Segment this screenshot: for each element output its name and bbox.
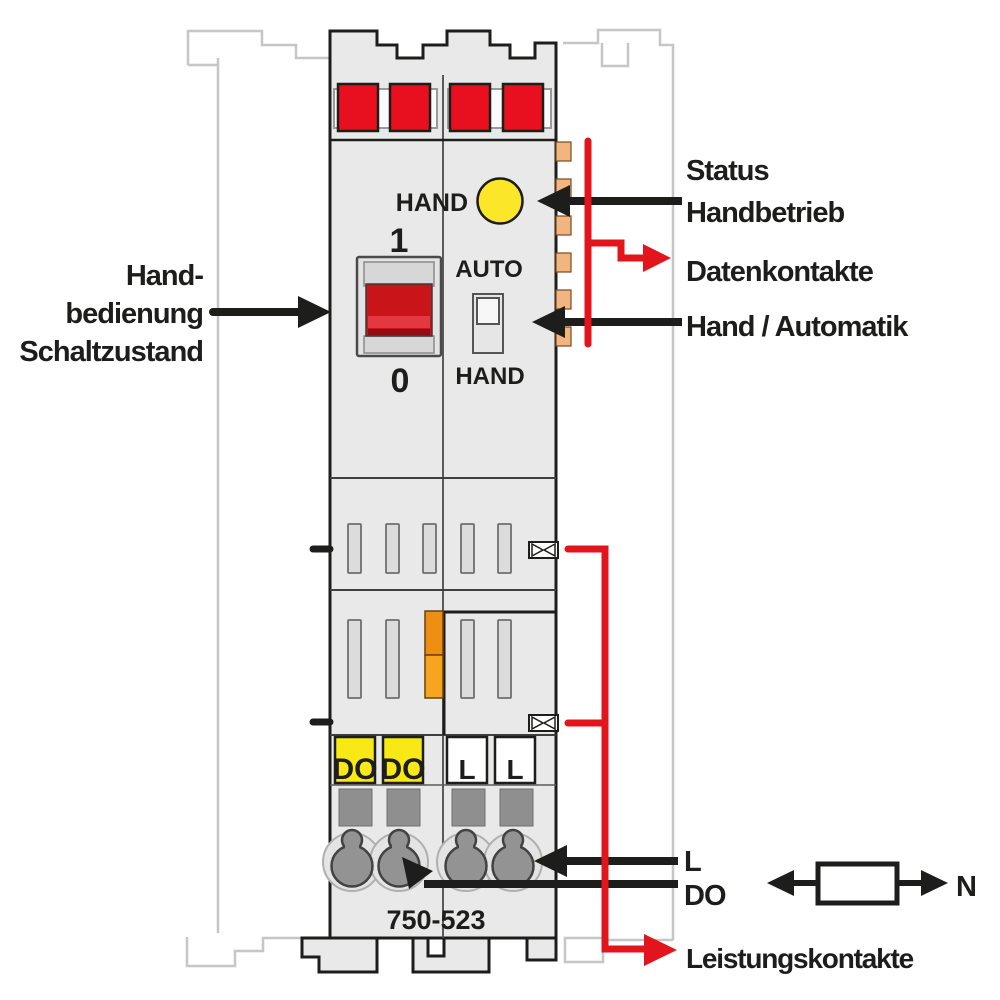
label-wire-n: N	[956, 871, 976, 903]
red-clamp-1	[336, 82, 380, 133]
module-foot-middle	[411, 936, 491, 974]
load-symbol	[767, 861, 948, 906]
terminal-tag-l-1-label: L	[458, 754, 475, 785]
callout-labels: Hand- bedienung Schaltzustand Status Han…	[19, 155, 977, 974]
ghost-neighbor-modules	[185, 28, 675, 968]
rocker-pos-1: 1	[390, 222, 409, 260]
label-status-line2: Handbetrieb	[686, 197, 844, 229]
terminal-tag-l-2-label: L	[506, 754, 523, 785]
part-number: 750-523	[386, 905, 485, 935]
label-hand-line1: Hand-	[126, 260, 204, 292]
arrow-hand-automatik	[532, 306, 682, 338]
terminal-subblock-outline	[442, 610, 556, 735]
arrow-leistungskontakte	[644, 934, 677, 966]
rocker-red-stripe	[368, 316, 430, 328]
arrow-hand-bedienung	[209, 296, 331, 328]
black-arrows	[209, 185, 948, 906]
rocker-red-actuator[interactable]	[365, 283, 433, 337]
ghost-left-top-tab	[186, 29, 330, 65]
manual-rocker-switch[interactable]	[355, 255, 443, 358]
clamp-keyhole-seams	[345, 843, 520, 855]
module-foot-right	[525, 936, 558, 962]
mode-slide-switch[interactable]	[472, 293, 504, 354]
arrow-datenkontakte	[589, 239, 671, 272]
red-clamp-2	[388, 82, 432, 133]
rocker-bottom-cap	[363, 335, 435, 354]
mode-label-auto: AUTO	[455, 256, 523, 283]
arrow-wire-l	[534, 845, 678, 877]
power-contact-lower	[528, 714, 559, 732]
label-wire-l: L	[684, 846, 701, 878]
label-hand-line2: bedienung	[65, 298, 203, 330]
ghost-left-foot	[185, 936, 302, 968]
ghost-right-top-tab	[563, 28, 675, 940]
power-contact-upper	[528, 541, 559, 559]
mode-slide-knob[interactable]	[476, 297, 500, 325]
red-clamp-3	[448, 82, 492, 133]
terminal-tag-do-2-label: DO	[381, 753, 426, 786]
module-body: DO DO L L	[300, 29, 572, 974]
mode-label-hand: HAND	[455, 363, 524, 390]
rocker-red-shadow	[368, 329, 430, 335]
label-wire-do: DO	[684, 880, 726, 912]
top-clamp-band	[333, 82, 552, 133]
module-foot-left	[300, 936, 379, 974]
terminal-tag-l-1	[445, 735, 489, 785]
label-leistungskontakte: Leistungskontakte	[686, 943, 914, 974]
terminal-tags: DO DO L L	[333, 735, 537, 786]
terminal-tag-do-2	[381, 735, 425, 785]
terminal-tag-do-1-label: DO	[333, 753, 378, 786]
arrow-wire-do	[402, 857, 678, 889]
vent-slots-lower	[347, 619, 512, 699]
red-contact-lines	[564, 137, 677, 966]
label-hand-line3: Schaltzustand	[19, 336, 203, 368]
red-clamp-4	[501, 82, 545, 133]
label-hand-automatik: Hand / Automatik	[686, 311, 909, 343]
hand-status-led	[476, 177, 524, 225]
terminal-tag-do-1	[333, 735, 377, 785]
power-contact-rail	[564, 545, 677, 966]
vent-slots-upper	[347, 523, 512, 574]
rocker-top-cap	[363, 261, 435, 287]
rocker-pos-0: 0	[391, 362, 410, 400]
label-status-line1: Status	[686, 155, 769, 187]
load-box	[815, 861, 900, 906]
terminal-tag-l-2	[493, 735, 537, 785]
ghost-right-top-notch	[600, 43, 630, 68]
led-label: HAND	[396, 189, 468, 217]
label-datenkontakte: Datenkontakte	[686, 256, 874, 288]
ghost-left-side	[188, 58, 220, 933]
release-latch[interactable]	[424, 610, 444, 699]
ghost-right-bottom	[563, 936, 673, 964]
cage-clamp-openings	[338, 788, 534, 827]
left-edge-ticks	[309, 545, 334, 726]
